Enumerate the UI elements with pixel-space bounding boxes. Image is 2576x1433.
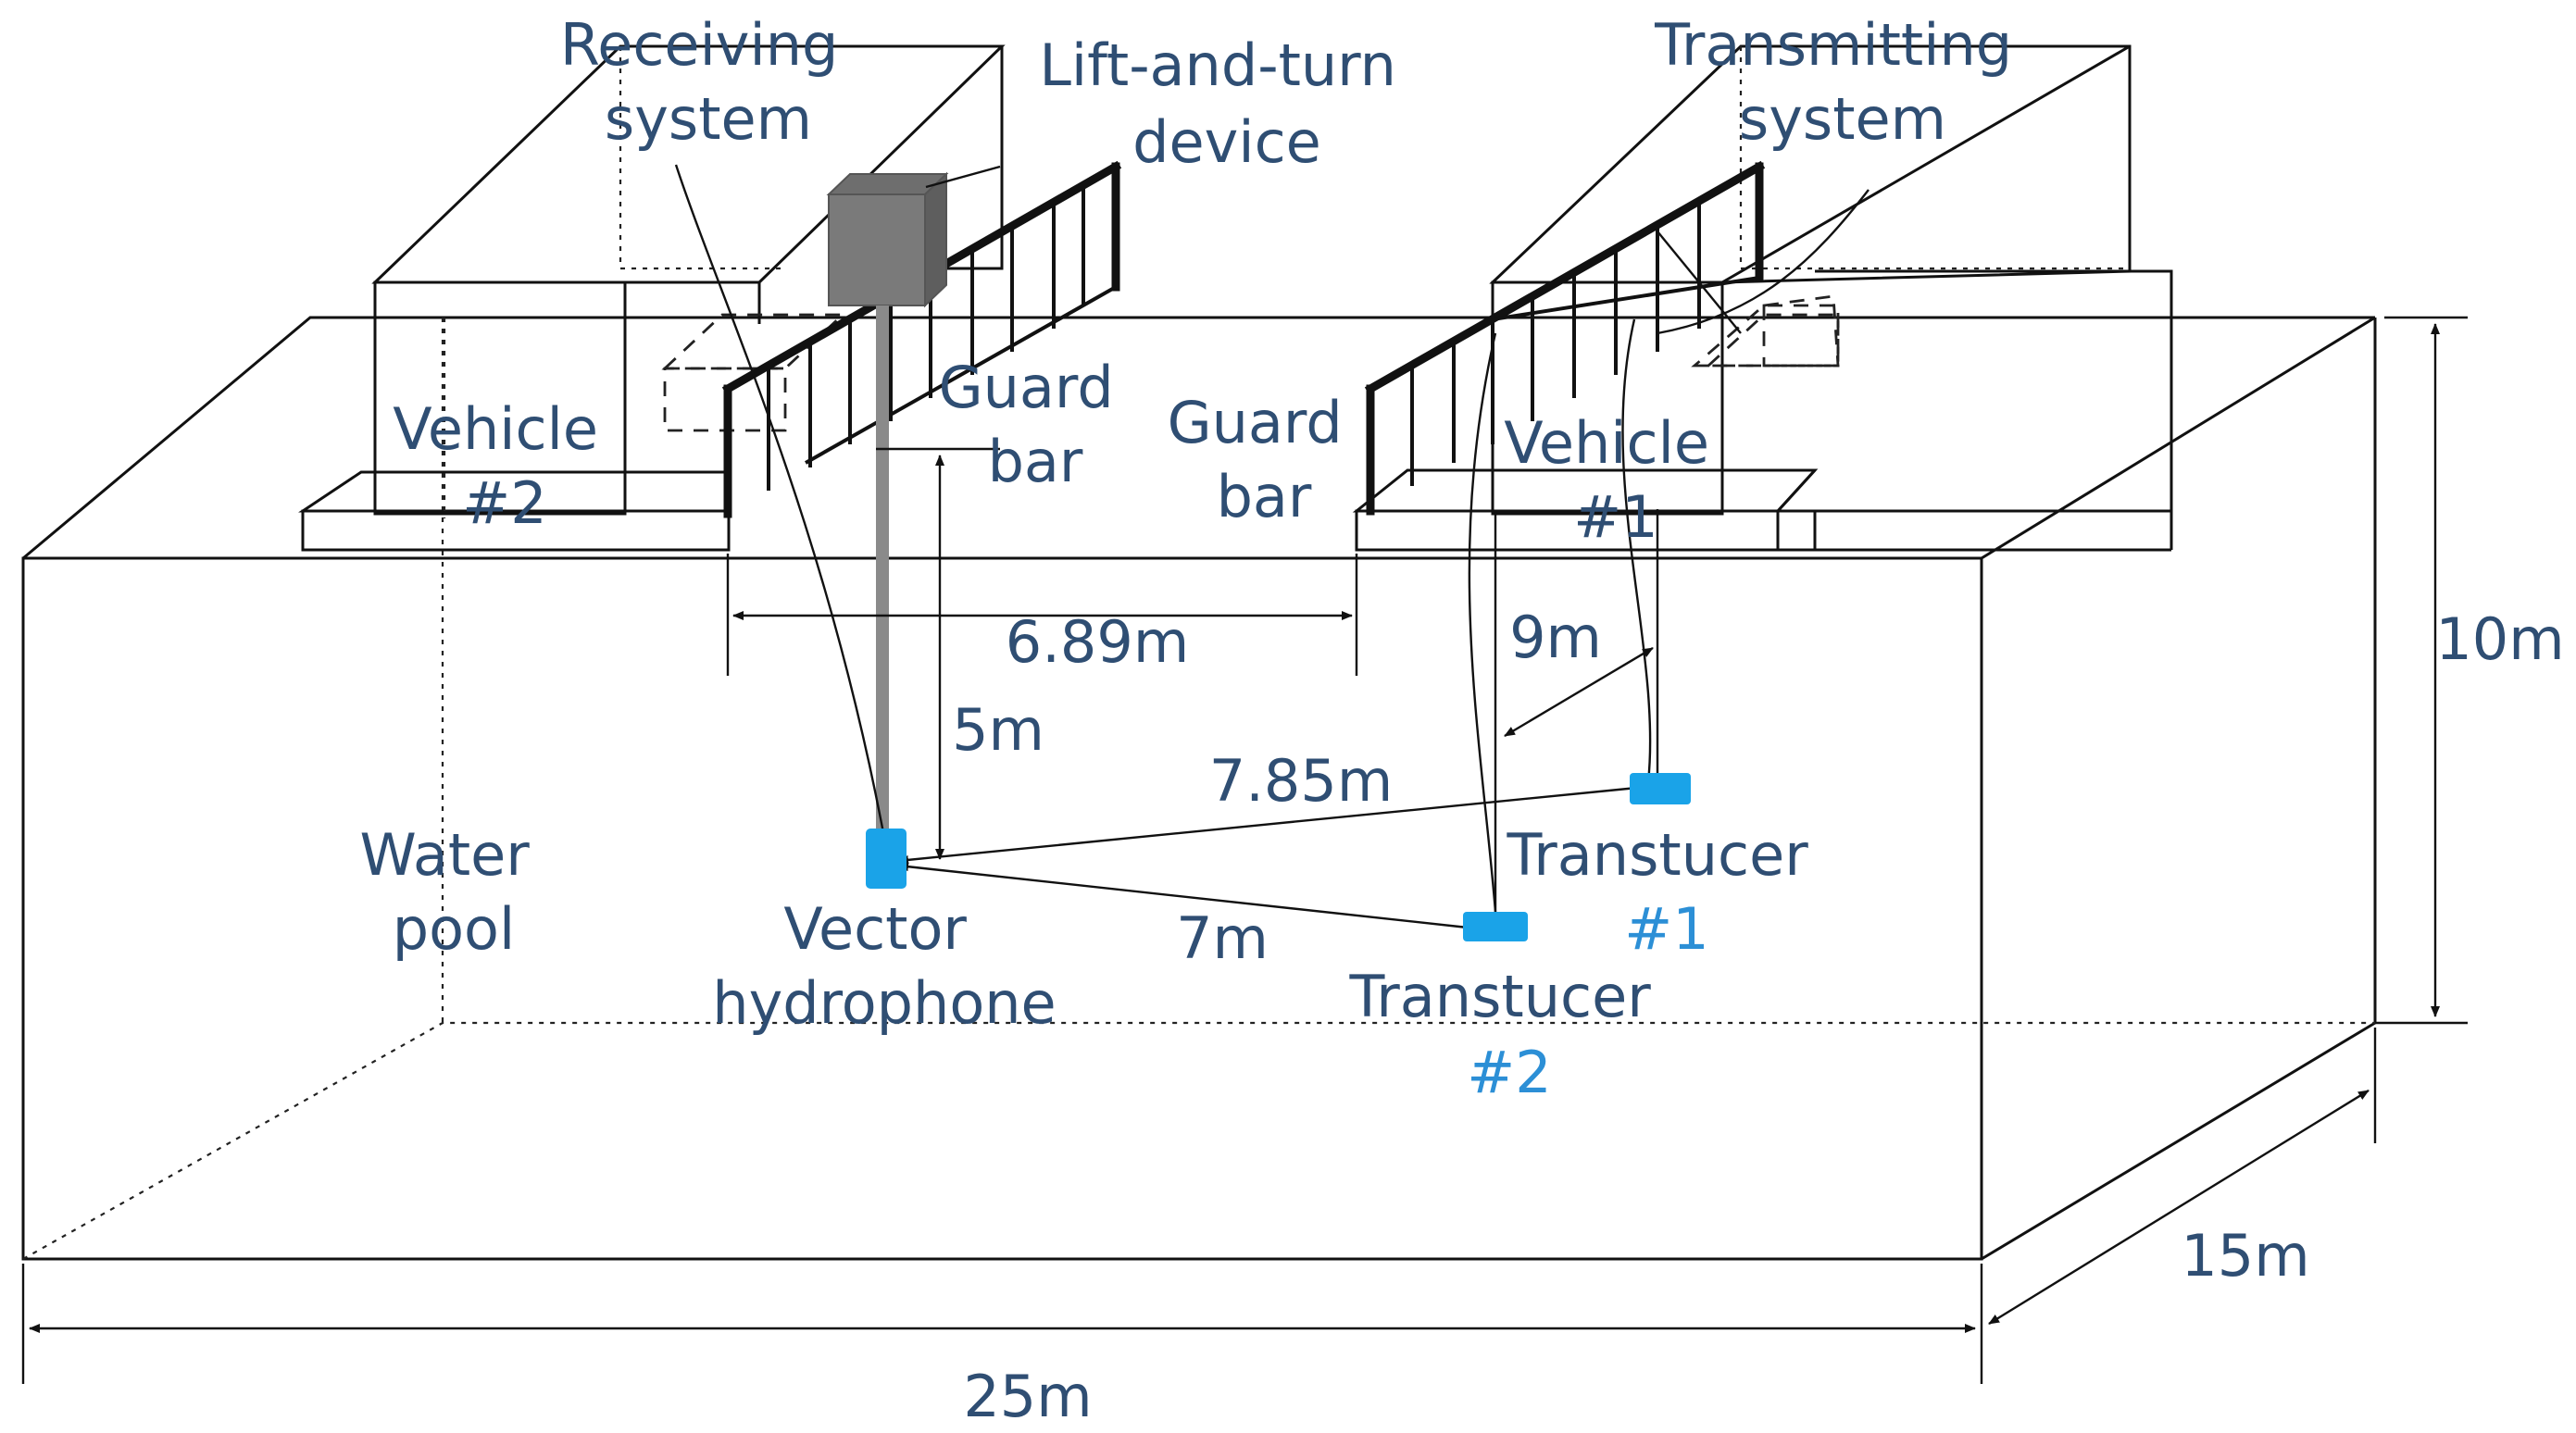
distance-line-to-transducer-1: [897, 783, 1647, 865]
distance-to-transducer-1-text: 7.85m: [1209, 747, 1393, 815]
pool-bottom-right-edge: [1981, 1021, 2376, 1261]
lift-device-leader-line: [925, 165, 1001, 189]
pool-width-text: 15m: [2181, 1222, 2309, 1290]
lift-and-turn-device-label: Lift-and-turn device: [1039, 31, 1414, 176]
transducer-spacing-dimension-line: [1504, 646, 1654, 738]
pool-top-back-edges: [22, 316, 2375, 560]
transducer-1-device: [1630, 773, 1691, 804]
vehicle-1-label: Vehicle #1: [1504, 409, 1727, 551]
transmitting-system-label: Transmitting system: [1654, 11, 2031, 153]
hydrophone-depth-dimension-text: 5m: [952, 696, 1044, 764]
vector-hydrophone-label: Vector hydrophone: [712, 895, 1056, 1037]
vehicle-2-box: [371, 44, 1006, 518]
vehicle-2-label: Vehicle #2: [393, 395, 616, 537]
receiving-cable: [674, 164, 886, 839]
water-pool-label: Water pool: [360, 821, 548, 963]
pool-length-text: 25m: [963, 1363, 1092, 1430]
transducer-2-device: [1463, 912, 1528, 941]
transducer-1-label: Transtucer #1: [1507, 821, 1827, 963]
transmitting-system-dashed-box-c: [1762, 294, 1840, 368]
pool-hidden-bottom-edges: [22, 1021, 2375, 1260]
distance-to-transducer-2-text: 7m: [1176, 904, 1269, 972]
distance-line-to-transducer-2: [897, 862, 1469, 929]
vector-hydrophone-device: [866, 829, 907, 889]
transducer-2-label: Transtucer #2: [1349, 963, 1669, 1106]
guard-bar-left-label: Guard bar: [939, 354, 1132, 495]
pool-front-face: [21, 556, 1983, 1261]
guard-bar-right-railing: [1364, 160, 1766, 516]
transducer-spacing-text: 9m: [1509, 604, 1602, 671]
hydrophone-pole: [876, 305, 889, 842]
guard-gap-dimension-text: 6.89m: [1006, 608, 1189, 676]
right-platform: [1352, 269, 2173, 552]
receiving-system-label: Receiving system: [560, 11, 857, 153]
transmitting-system-leader-line: [1657, 189, 1869, 335]
pool-width-dimension-line: [1988, 1089, 2370, 1326]
lift-and-turn-device: [826, 171, 949, 308]
pool-top-right-edge: [1981, 316, 2376, 560]
guard-bar-right-label: Guard bar: [1168, 389, 1361, 530]
pool-depth-text: 10m: [2435, 605, 2564, 673]
transmitting-system-dashed-box-a: [1705, 313, 1840, 368]
transmitting-system-dashed-box-b: [1691, 304, 1840, 368]
water-pool-box: [21, 316, 2377, 1261]
receiving-system-dashed-front: [663, 367, 787, 432]
